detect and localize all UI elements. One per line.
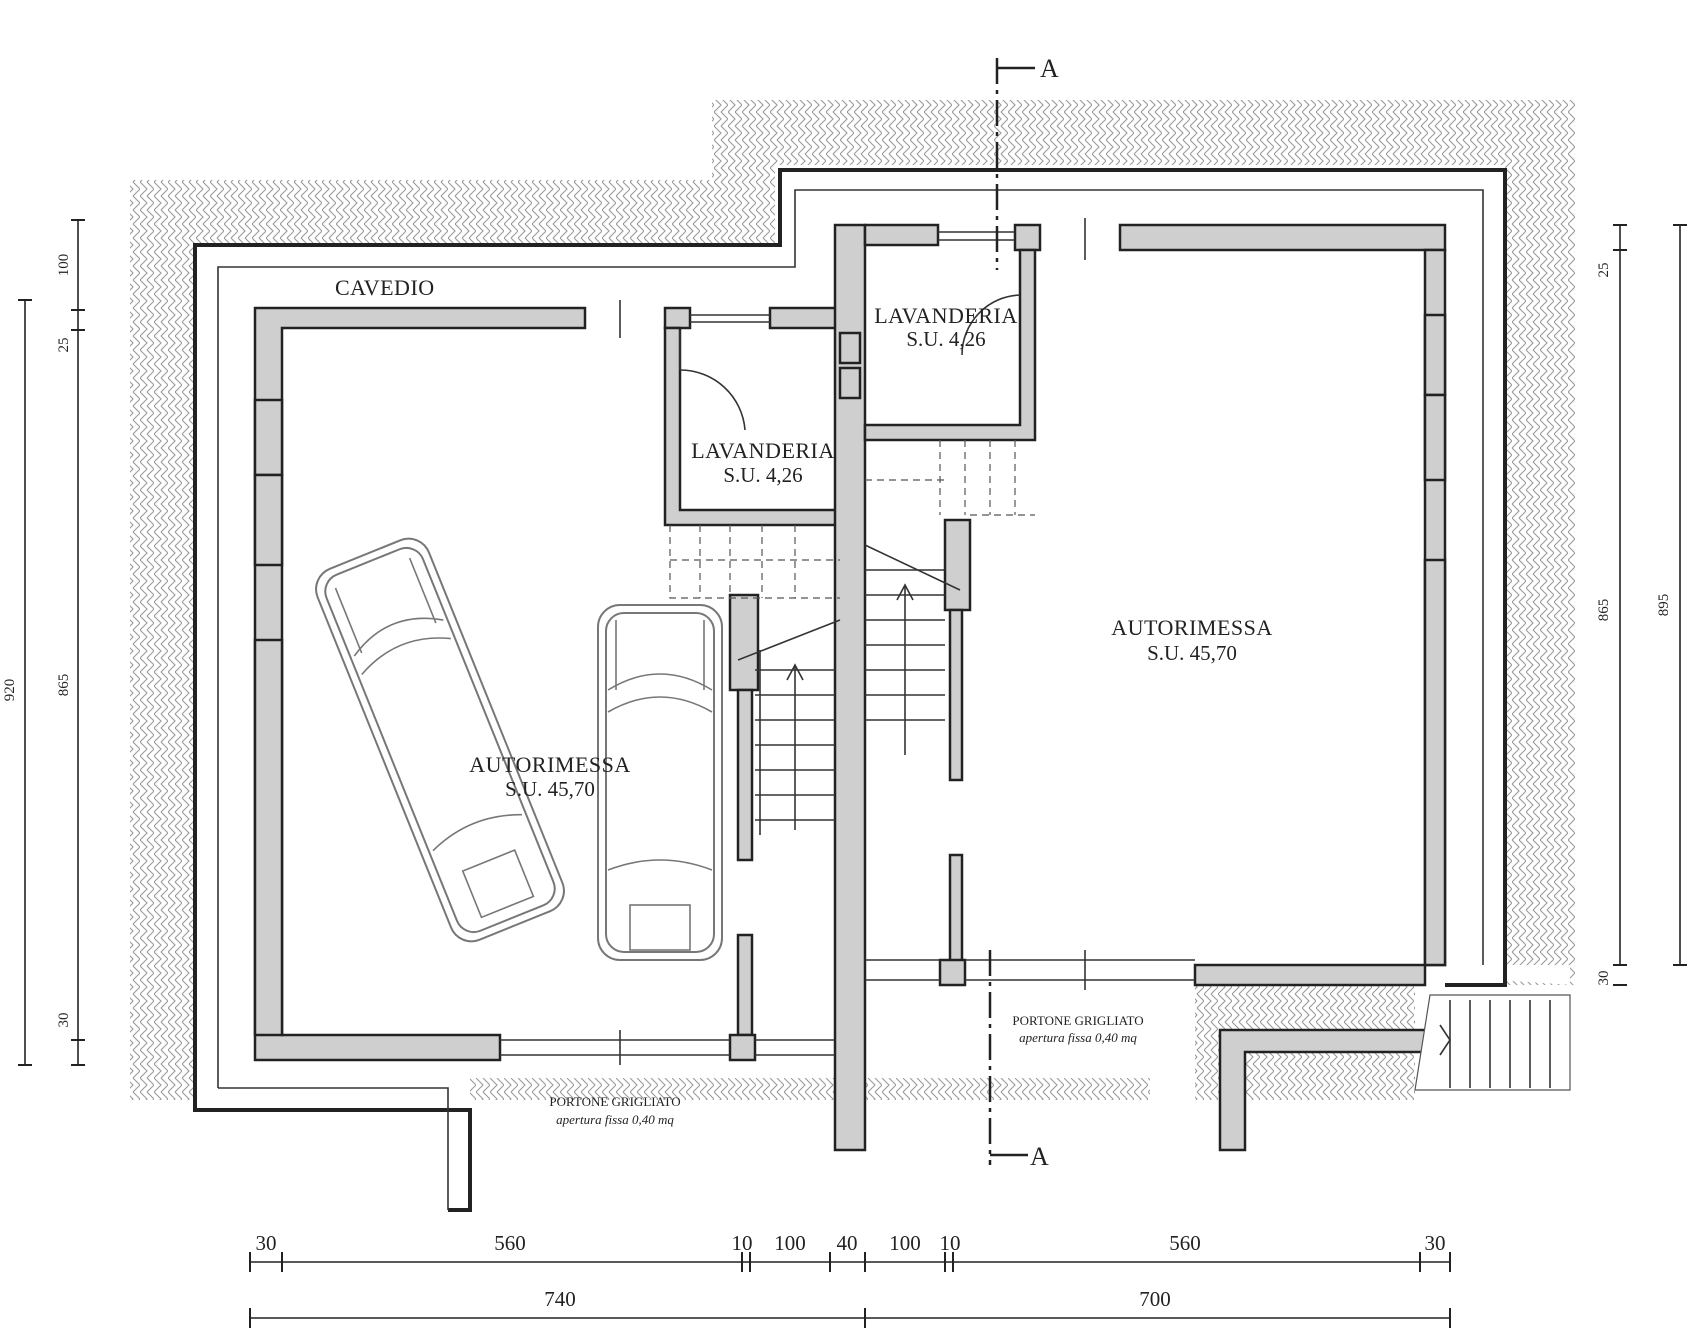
dim-bottom-10a: 10: [732, 1231, 753, 1255]
left-stairs: [669, 525, 841, 835]
left-autorimessa-name: AUTORIMESSA: [469, 752, 631, 777]
left-lavanderia-area: S.U. 4,26: [723, 463, 802, 487]
right-autorimessa-name: AUTORIMESSA: [1111, 615, 1273, 640]
outer-retaining-wall: [193, 168, 1507, 1158]
dim-right-895: 895: [1656, 594, 1672, 617]
dim-bottom-40: 40: [837, 1231, 858, 1255]
right-lavanderia-name: LAVANDERIA: [874, 303, 1018, 328]
dim-bottom-560a: 560: [494, 1231, 526, 1255]
left-dimensions: [18, 219, 85, 1066]
dim-right-30: 30: [1596, 971, 1612, 986]
external-stair: [1414, 994, 1571, 1091]
right-stairs: [864, 440, 1035, 755]
left-door-note: apertura fissa 0,40 mq: [556, 1112, 674, 1127]
dim-bottom-100b: 100: [889, 1231, 921, 1255]
right-lavanderia-area: S.U. 4,26: [906, 327, 985, 351]
dim-right-865: 865: [1596, 599, 1612, 622]
dim-left-30: 30: [56, 1013, 72, 1028]
section-mark-bottom: A: [1030, 1142, 1049, 1171]
dim-bottom-100a: 100: [774, 1231, 806, 1255]
dim-bottom-700: 700: [1139, 1287, 1171, 1311]
right-unit-walls: [863, 223, 1447, 1152]
left-door-title: PORTONE GRIGLIATO: [549, 1094, 680, 1109]
dim-bottom-740: 740: [544, 1287, 576, 1311]
dim-bottom-560b: 560: [1169, 1231, 1201, 1255]
dim-left-100: 100: [56, 254, 72, 277]
section-line-a: [988, 58, 1035, 1165]
right-dimensions: [1613, 224, 1687, 986]
dim-left-920: 920: [2, 679, 18, 702]
bottom-dimensions: [249, 1252, 1451, 1328]
right-door-note: apertura fissa 0,40 mq: [1019, 1030, 1137, 1045]
car-angled: [315, 537, 565, 943]
dim-right-25: 25: [1596, 263, 1612, 278]
dim-left-25: 25: [56, 338, 72, 353]
dim-bottom-30a: 30: [256, 1231, 277, 1255]
left-unit-walls: [253, 306, 842, 1062]
right-autorimessa-area: S.U. 45,70: [1147, 641, 1237, 665]
dim-left-865: 865: [56, 674, 72, 697]
left-autorimessa-area: S.U. 45,70: [505, 777, 595, 801]
right-door-title: PORTONE GRIGLIATO: [1012, 1013, 1143, 1028]
section-mark-top: A: [1040, 54, 1059, 83]
cavedio-label: CAVEDIO: [335, 275, 435, 300]
dim-bottom-10b: 10: [940, 1231, 961, 1255]
dim-bottom-30b: 30: [1425, 1231, 1446, 1255]
left-lavanderia-name: LAVANDERIA: [691, 438, 835, 463]
car-straight: [597, 604, 723, 961]
